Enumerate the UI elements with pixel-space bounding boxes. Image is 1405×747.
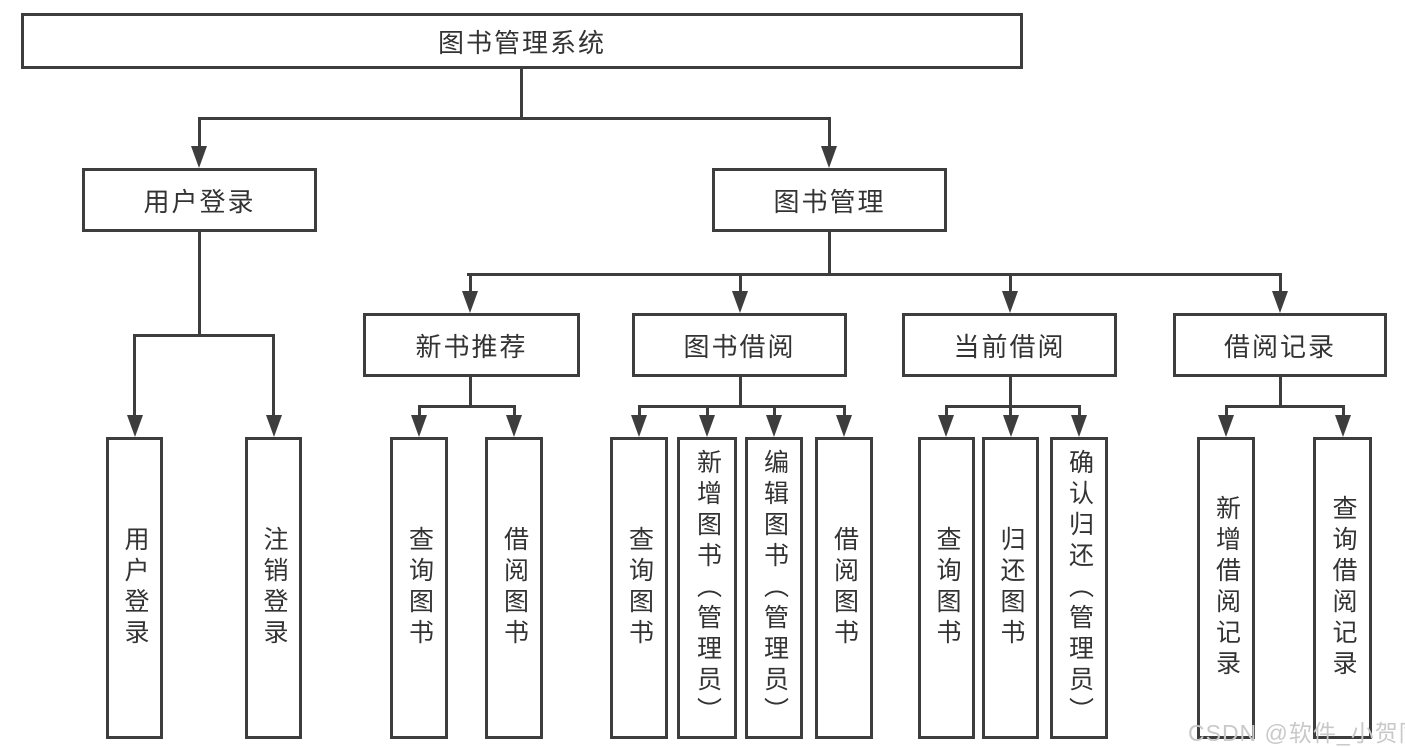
leaf-logout-label: 注销登录 xyxy=(260,526,288,650)
leaf-borrow-edit-label: 编辑图书（管理员） xyxy=(760,448,789,728)
node-book-management: 图书管理 xyxy=(712,168,947,232)
connector-user-login-stem xyxy=(198,232,201,337)
leaf-user-login-label: 用户登录 xyxy=(121,526,149,650)
leaf-current-return-label: 归还图书 xyxy=(997,526,1025,650)
leaf-user-login: 用户登录 xyxy=(106,437,163,739)
leaf-current-query: 查询图书 xyxy=(918,437,975,739)
leaf-records-add-label: 新增借阅记录 xyxy=(1212,495,1241,681)
connector-to-bb-add xyxy=(706,405,709,417)
connector-current-borrow-bar xyxy=(945,405,1081,408)
connector-new-book-bar xyxy=(418,405,515,408)
connector-to-br-add xyxy=(1225,405,1228,417)
connector-to-new-book xyxy=(469,273,472,293)
connector-to-bb-edit xyxy=(773,405,776,417)
node-book-borrow: 图书借阅 xyxy=(632,313,847,377)
connector-to-nb-borrow xyxy=(513,405,516,417)
node-current-borrow: 当前借阅 xyxy=(902,313,1117,377)
connector-new-book-stem xyxy=(469,377,472,408)
arrow-to-br-add-icon xyxy=(1218,415,1234,437)
arrow-to-bb-query-icon xyxy=(631,415,647,437)
leaf-borrow-borrow-label: 借阅图书 xyxy=(830,526,859,650)
leaf-borrow-add: 新增图书（管理员） xyxy=(677,437,737,739)
arrow-to-nb-borrow-icon xyxy=(506,415,522,437)
leaf-current-confirm-label: 确认归还（管理员） xyxy=(1065,448,1094,728)
connector-root-stem xyxy=(520,69,523,120)
arrow-to-bb-edit-icon xyxy=(766,415,782,437)
arrow-to-new-book-icon xyxy=(462,291,478,313)
connector-to-leaf-logout xyxy=(272,334,275,417)
leaf-records-query-label: 查询借阅记录 xyxy=(1329,495,1357,681)
arrow-to-cb-query-icon xyxy=(938,415,954,437)
arrow-to-bb-borrow-icon xyxy=(836,415,852,437)
connector-to-user-login xyxy=(198,117,201,148)
connector-to-cb-return xyxy=(1009,405,1012,417)
node-new-book-recommend: 新书推荐 xyxy=(363,313,580,377)
connector-to-bb-borrow xyxy=(843,405,846,417)
leaf-borrow-add-label: 新增图书（管理员） xyxy=(693,448,722,728)
connector-book-borrow-stem xyxy=(739,377,742,408)
node-book-borrow-label: 图书借阅 xyxy=(683,331,796,362)
leaf-current-return: 归还图书 xyxy=(982,437,1039,739)
leaf-newbook-query-label: 查询图书 xyxy=(405,526,434,650)
arrow-to-bb-add-icon xyxy=(699,415,715,437)
leaf-newbook-borrow-label: 借阅图书 xyxy=(500,526,529,650)
arrow-to-cb-return-icon xyxy=(1003,415,1019,437)
leaf-records-add: 新增借阅记录 xyxy=(1197,437,1255,739)
node-borrow-records: 借阅记录 xyxy=(1173,313,1387,377)
arrow-to-cb-confirm-icon xyxy=(1071,415,1087,437)
arrow-to-borrow-records-icon xyxy=(1272,291,1288,313)
leaf-records-query: 查询借阅记录 xyxy=(1313,437,1372,739)
csdn-watermark: CSDN @软件_小贺同学 xyxy=(1188,720,1405,746)
connector-user-login-bar xyxy=(133,334,275,337)
connector-book-borrow-bar xyxy=(638,405,846,408)
connector-borrow-records-stem xyxy=(1279,377,1282,408)
leaf-borrow-borrow: 借阅图书 xyxy=(815,437,873,739)
leaf-borrow-query-label: 查询图书 xyxy=(625,526,654,650)
node-book-management-label: 图书管理 xyxy=(773,186,886,217)
connector-borrow-records-bar xyxy=(1225,405,1345,408)
node-root: 图书管理系统 xyxy=(21,13,1023,69)
leaf-current-confirm: 确认归还（管理员） xyxy=(1050,437,1108,739)
node-root-label: 图书管理系统 xyxy=(437,27,606,58)
leaf-borrow-query: 查询图书 xyxy=(610,437,668,739)
leaf-borrow-edit: 编辑图书（管理员） xyxy=(745,437,803,739)
leaf-newbook-query: 查询图书 xyxy=(390,437,448,739)
connector-to-current-borrow xyxy=(1009,273,1012,293)
connector-to-borrow-records xyxy=(1279,273,1282,293)
node-borrow-records-label: 借阅记录 xyxy=(1223,331,1336,362)
arrow-to-user-login-icon xyxy=(191,146,207,168)
node-new-book-recommend-label: 新书推荐 xyxy=(415,331,528,362)
connector-to-cb-query xyxy=(945,405,948,417)
connector-to-bb-query xyxy=(638,405,641,417)
connector-book-management-bar xyxy=(467,273,1282,276)
arrow-to-current-borrow-icon xyxy=(1002,291,1018,313)
connector-to-nb-query xyxy=(418,405,421,417)
connector-book-management-stem xyxy=(828,232,831,276)
connector-root-bar xyxy=(198,117,831,120)
connector-to-leaf-user-login xyxy=(133,334,136,417)
arrow-to-leaf-user-login-icon xyxy=(127,415,143,437)
arrow-to-book-management-icon xyxy=(821,146,837,168)
connector-to-br-query xyxy=(1342,405,1345,417)
arrow-to-nb-query-icon xyxy=(411,415,427,437)
node-current-borrow-label: 当前借阅 xyxy=(953,331,1066,362)
connector-current-borrow-stem xyxy=(1009,377,1012,408)
node-user-login: 用户登录 xyxy=(82,168,317,232)
leaf-logout: 注销登录 xyxy=(245,437,302,739)
arrow-to-br-query-icon xyxy=(1335,415,1351,437)
connector-to-book-management xyxy=(828,117,831,148)
connector-to-cb-confirm xyxy=(1078,405,1081,417)
connector-to-book-borrow xyxy=(739,273,742,293)
node-user-login-label: 用户登录 xyxy=(143,186,256,217)
leaf-newbook-borrow: 借阅图书 xyxy=(485,437,543,739)
arrow-to-book-borrow-icon xyxy=(732,291,748,313)
arrow-to-leaf-logout-icon xyxy=(266,415,282,437)
leaf-current-query-label: 查询图书 xyxy=(933,526,961,650)
